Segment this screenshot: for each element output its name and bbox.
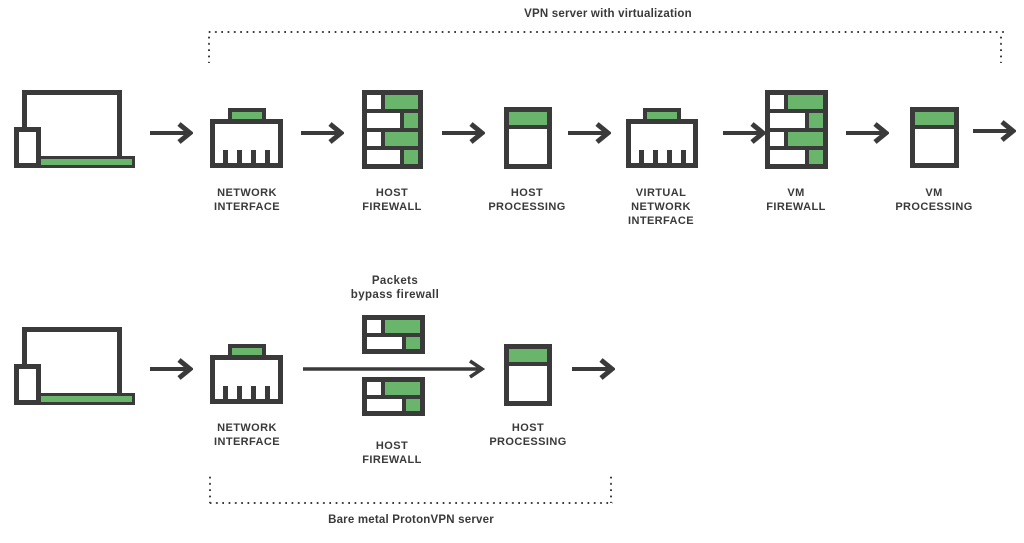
- bottom-bracket-dotted-line: [209, 502, 613, 504]
- bottom-bracket-label: Bare metal ProtonVPN server: [328, 514, 494, 526]
- arrow-right-icon: [972, 118, 1016, 144]
- host-firewall-label: HOST FIREWALL: [362, 440, 422, 466]
- laptop-base: [37, 393, 135, 405]
- arrow-right-icon: [441, 120, 485, 146]
- processing-header-band: [509, 112, 547, 129]
- vm-firewall-icon: [765, 90, 828, 169]
- port-pins: [215, 150, 278, 163]
- bypass-arrow-right-icon: [303, 356, 485, 382]
- firewall-top-half-icon: [362, 315, 425, 354]
- network-interface-label: NETWORK INTERFACE: [214, 422, 280, 448]
- port-pins: [215, 386, 278, 399]
- bottom-bracket-left-tick: [209, 476, 211, 503]
- network-interface-icon: [210, 108, 283, 168]
- processing-header-band: [509, 349, 547, 366]
- firewall-bottom-half-icon: [362, 377, 425, 416]
- processing-header-band: [915, 112, 954, 129]
- top-bracket-right-tick: [1000, 36, 1002, 63]
- laptop-icon: [10, 327, 136, 405]
- port-pins: [631, 150, 693, 163]
- vm-processing-label: VM PROCESSING: [895, 187, 973, 213]
- laptop-phone: [14, 127, 41, 168]
- host-processing-label: HOST PROCESSING: [488, 187, 566, 213]
- host-firewall-label: HOST FIREWALL: [362, 187, 422, 213]
- laptop-icon: [10, 90, 136, 168]
- top-bracket-dotted-line: [208, 31, 1005, 33]
- port-body: [626, 119, 698, 168]
- arrow-right-icon: [149, 356, 193, 382]
- bottom-bracket-right-tick: [610, 476, 612, 503]
- packets-bypass-annotation: Packets bypass firewall: [350, 275, 440, 301]
- arrow-right-icon: [571, 356, 615, 382]
- arrow-right-icon: [567, 120, 611, 146]
- laptop-base: [37, 156, 135, 168]
- host-processing-icon: [504, 344, 552, 406]
- arrow-right-icon: [722, 120, 766, 146]
- vm-processing-icon: [910, 107, 959, 168]
- arrow-right-icon: [845, 120, 889, 146]
- host-processing-label: HOST PROCESSING: [489, 422, 567, 448]
- network-interface-icon: [210, 344, 283, 404]
- top-bracket-left-tick: [208, 36, 210, 63]
- vm-firewall-label: VM FIREWALL: [766, 187, 826, 213]
- arrow-right-icon: [149, 120, 193, 146]
- arrow-right-icon: [300, 120, 344, 146]
- host-processing-icon: [504, 107, 552, 169]
- port-body: [210, 355, 283, 404]
- port-body: [210, 119, 283, 168]
- virtual-network-interface-icon: [626, 108, 698, 168]
- network-interface-label: NETWORK INTERFACE: [214, 187, 280, 213]
- top-bracket-label: VPN server with virtualization: [524, 8, 692, 20]
- virtual-network-interface-label: VIRTUAL NETWORK INTERFACE: [628, 187, 694, 227]
- host-firewall-icon: [362, 90, 423, 169]
- laptop-phone: [14, 364, 41, 405]
